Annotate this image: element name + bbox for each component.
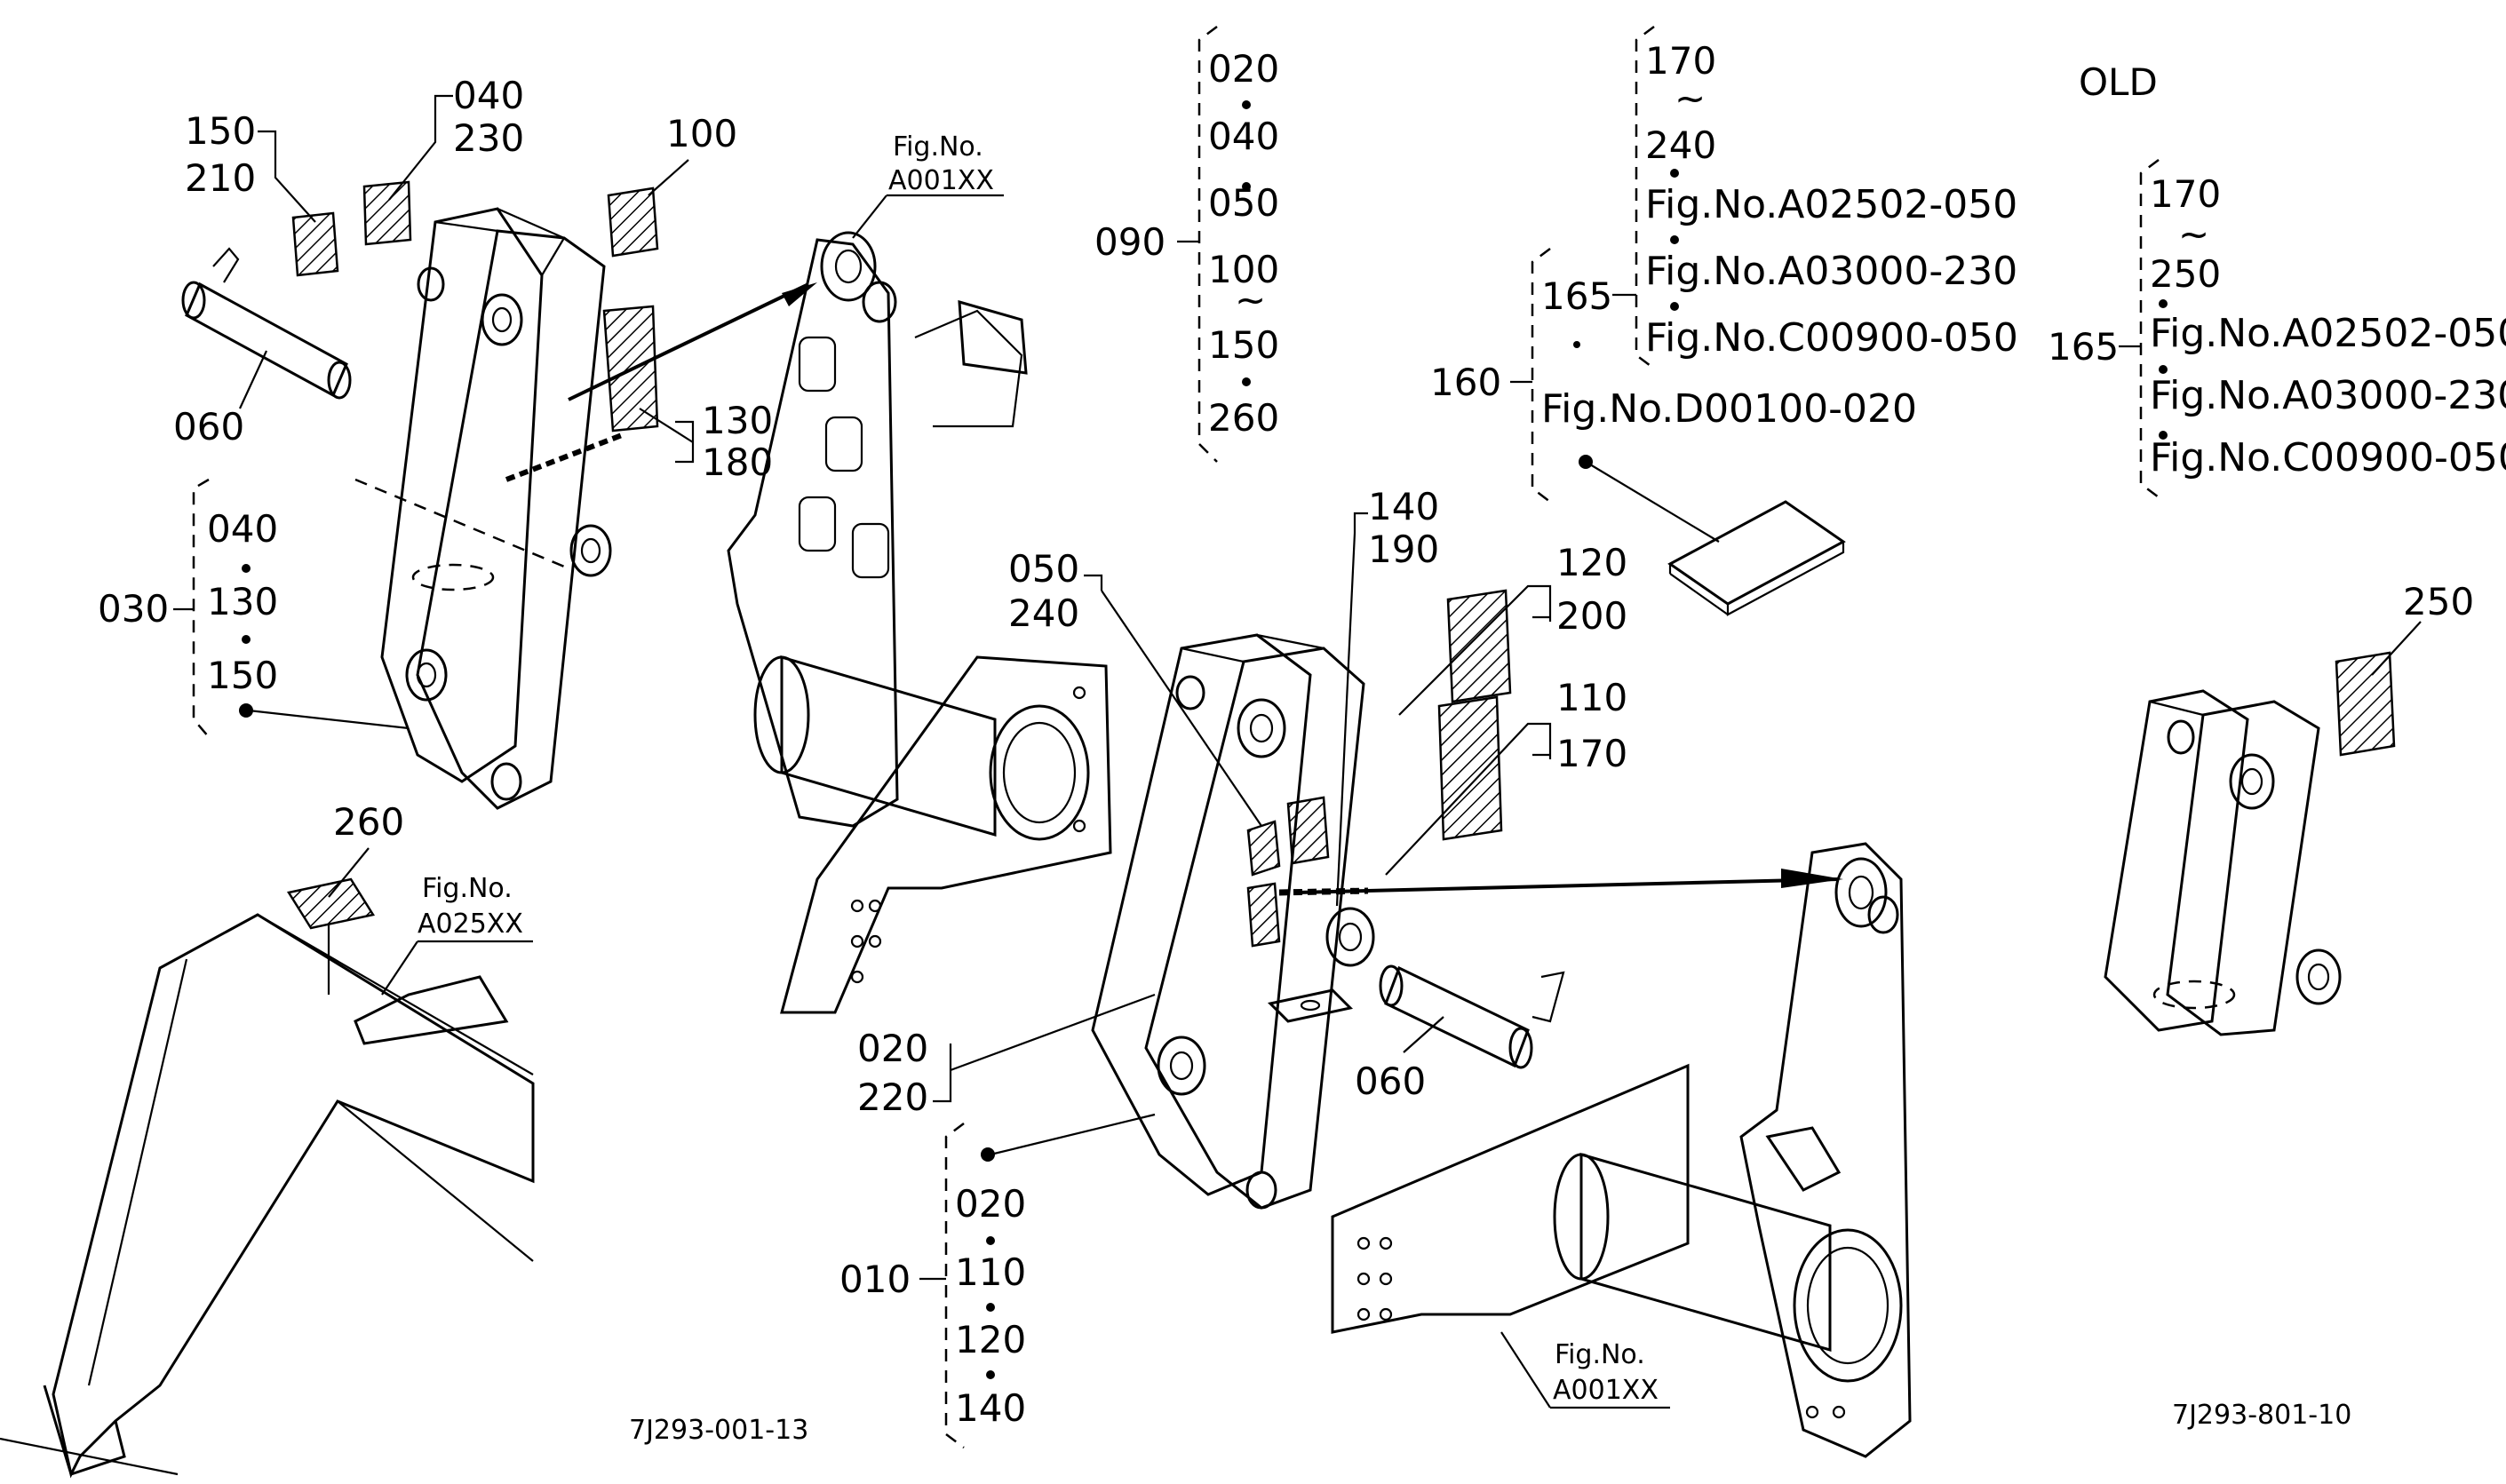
old-bracket-drawing — [2104, 651, 2396, 1036]
drawing-code-left: 7J293-001-13 — [629, 1415, 808, 1446]
group-160-label: 160 — [1430, 361, 1501, 404]
fig-ref-bottom-line1: Fig.No. — [1555, 1339, 1645, 1370]
label-130: 130 — [702, 399, 773, 442]
label-200: 200 — [1556, 594, 1627, 638]
group-010-item-3: 120 — [955, 1318, 1026, 1361]
label-240: 240 — [1008, 591, 1079, 635]
group-165b-item-3: Fig.No.A02502-050 — [2150, 311, 2506, 356]
label-260: 260 — [333, 800, 404, 844]
group-030-item-1: 040 — [207, 507, 278, 551]
centre-bracket-drawing — [1091, 589, 1565, 1210]
group-010-item-4: 140 — [955, 1386, 1026, 1430]
fig-ref-top-line2: A001XX — [888, 165, 994, 196]
group-165b-item-2: 250 — [2150, 252, 2221, 296]
old-label: OLD — [2079, 60, 2158, 104]
labels: 150 210 040 230 100 060 130 180 030 040 … — [98, 39, 2506, 1446]
group-165b-item-5: Fig.No.C00900-050 — [2150, 435, 2506, 480]
group-090-item-2: 040 — [1208, 115, 1279, 158]
group-165b-label: 165 — [2048, 325, 2119, 369]
left-frame-drawing — [727, 231, 1112, 1014]
fig-ref-bucket-line1: Fig.No. — [422, 873, 513, 904]
group-165b-item-1: 170 — [2150, 172, 2221, 216]
group-030-label: 030 — [98, 587, 169, 631]
group-010-label: 010 — [839, 1258, 911, 1301]
right-frame-drawing — [1278, 842, 1912, 1458]
fig-ref-top-line1: Fig.No. — [893, 131, 983, 163]
group-165b-item-4: Fig.No.A03000-230 — [2150, 373, 2506, 418]
group-separator-dots — [242, 100, 2168, 1379]
leader-lines — [239, 94, 2422, 1409]
label-040-top: 040 — [453, 74, 524, 117]
group-090-item-5: 150 — [1208, 323, 1279, 367]
label-050: 050 — [1008, 547, 1079, 591]
bucket-drawing — [0, 877, 535, 1479]
group-010-item-2: 110 — [955, 1250, 1026, 1294]
label-180: 180 — [702, 440, 773, 484]
fig-ref-bucket-line2: A025XX — [418, 909, 523, 940]
label-170: 170 — [1556, 732, 1627, 775]
label-140: 140 — [1368, 485, 1439, 528]
group-165a-item-5: Fig.No.C00900-050 — [1645, 315, 2018, 361]
group-010-item-1: 020 — [955, 1182, 1026, 1226]
group-165a-item-4: Fig.No.A03000-230 — [1645, 249, 2017, 294]
label-120: 120 — [1556, 541, 1627, 584]
group-090-label: 090 — [1094, 220, 1165, 264]
group-165b-tilde: ~ — [2178, 212, 2209, 256]
group-030-item-3: 150 — [207, 654, 278, 697]
fig-ref-bottom-line2: A001XX — [1553, 1375, 1659, 1406]
group-165a-item-3: Fig.No.A02502-050 — [1645, 182, 2017, 227]
label-220: 220 — [857, 1075, 928, 1119]
label-100: 100 — [666, 112, 737, 155]
label-060-right: 060 — [1355, 1059, 1426, 1103]
label-210: 210 — [185, 156, 256, 200]
label-020: 020 — [857, 1027, 928, 1070]
drawing-code-right: 7J293-801-10 — [2172, 1400, 2351, 1431]
group-030-item-2: 130 — [207, 580, 278, 623]
group-165a-item-2: 240 — [1645, 123, 1716, 167]
group-165a-tilde: ~ — [1675, 76, 1706, 120]
group-090-tilde: ~ — [1235, 278, 1266, 321]
group-090-item-6: 260 — [1208, 396, 1279, 440]
label-250: 250 — [2403, 580, 2474, 623]
label-190: 190 — [1368, 528, 1439, 571]
group-090-item-1: 020 — [1208, 47, 1279, 91]
label-150: 150 — [185, 109, 256, 153]
label-110: 110 — [1556, 676, 1627, 719]
label-060-left: 060 — [173, 405, 244, 448]
group-165a-label: 165 — [1541, 274, 1612, 318]
manual-book-drawing — [1579, 455, 1846, 616]
left-bracket-drawing — [181, 180, 817, 810]
group-090-item-3: 050 — [1208, 181, 1279, 225]
group-brackets — [173, 26, 2160, 1448]
group-165a-item-1: 170 — [1645, 39, 1716, 83]
group-090-item-4: 100 — [1208, 248, 1279, 291]
label-230: 230 — [453, 116, 524, 160]
group-160-item-2: Fig.No.D00100-020 — [1541, 386, 1917, 432]
